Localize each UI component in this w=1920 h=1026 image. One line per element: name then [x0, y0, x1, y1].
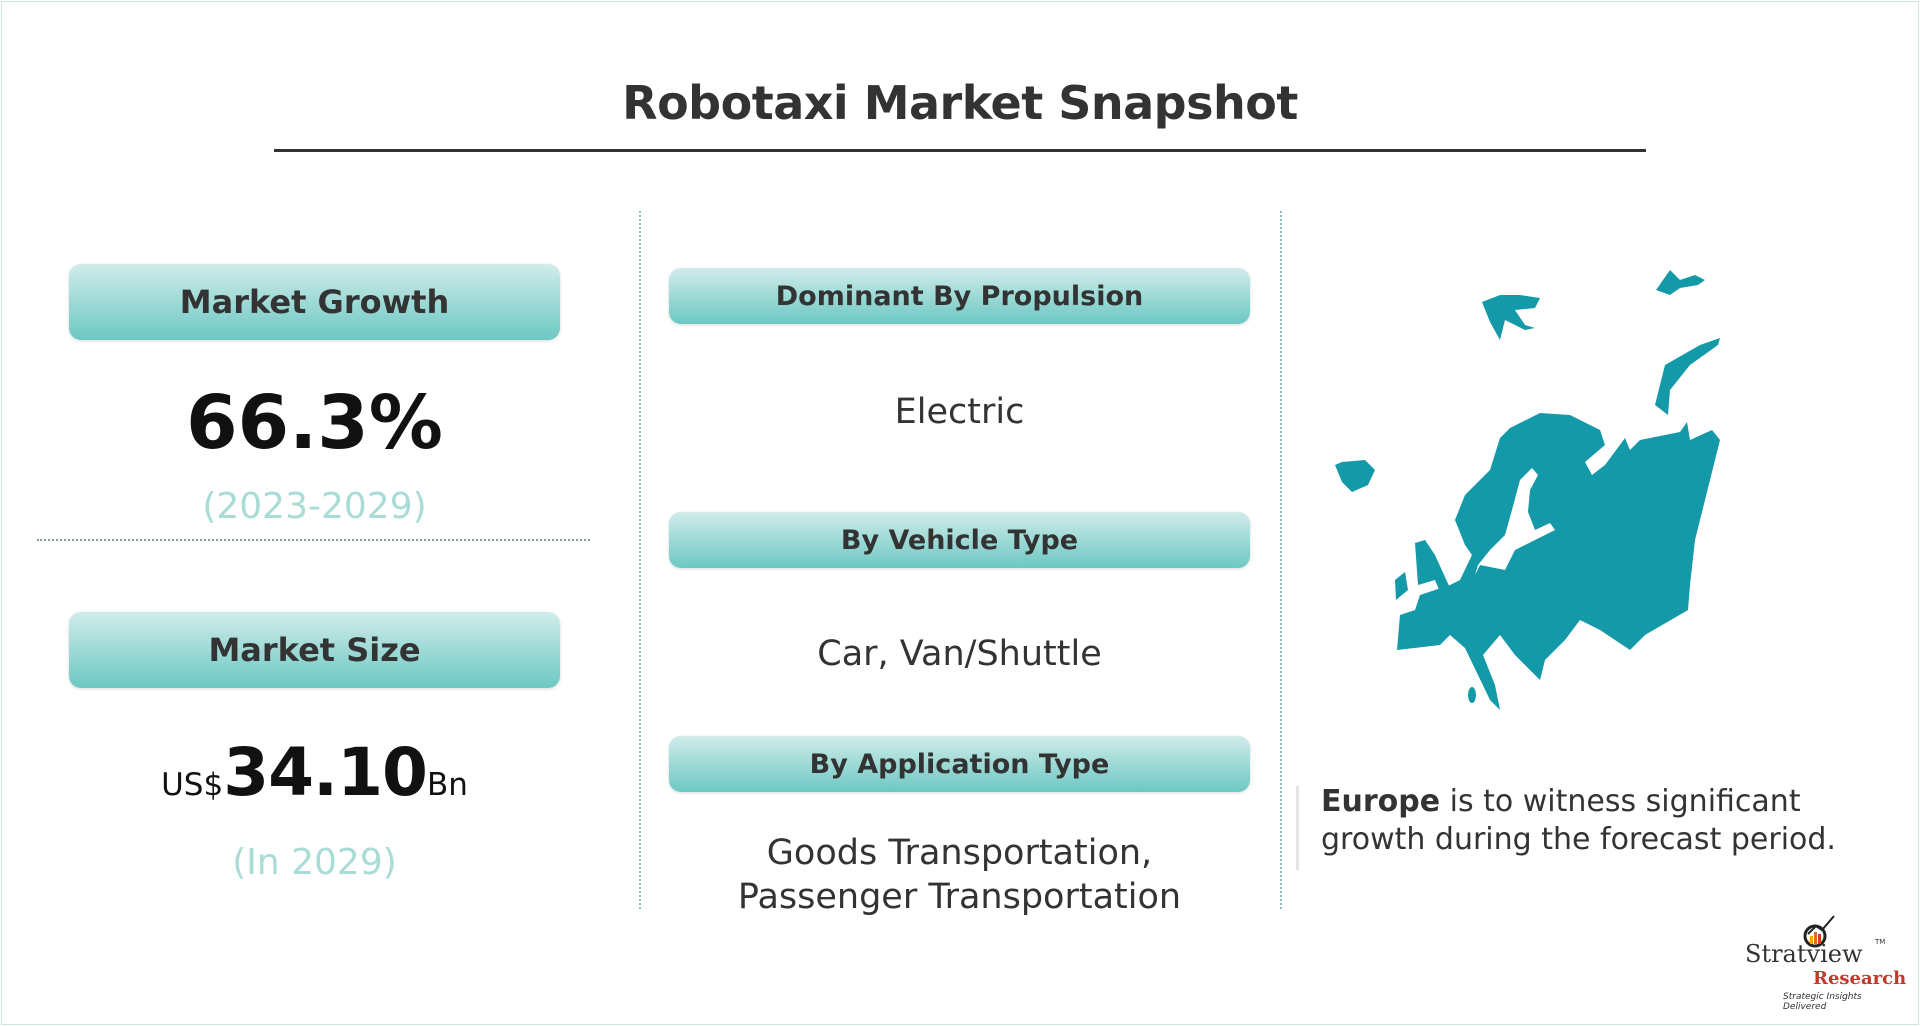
page-title: Robotaxi Market Snapshot: [622, 76, 1298, 130]
region-name: Europe: [1321, 784, 1441, 819]
logo-tagline: Strategic Insights Delivered: [1783, 992, 1862, 1012]
vehicle-type-header: By Vehicle Type: [669, 512, 1250, 568]
vehicle-type-value: Car, Van/Shuttle: [817, 634, 1102, 674]
application-type-value: Goods Transportation,: [766, 833, 1153, 873]
application-type-value-2: Passenger Transportation: [737, 877, 1182, 917]
application-type-header: By Application Type: [669, 736, 1250, 792]
logo-magnifier-icon: [1803, 915, 1835, 948]
column-divider: [639, 211, 641, 909]
logo-tm: TM: [1875, 938, 1886, 946]
currency-prefix: US$: [161, 767, 224, 803]
column-divider: [1280, 211, 1282, 909]
divider: [37, 539, 590, 541]
europe-map-icon: [1335, 270, 1720, 710]
unit: Bn: [426, 767, 468, 803]
quote-bar: [1296, 786, 1299, 870]
region-statement: Europe is to witness significant growth …: [1321, 783, 1836, 859]
propulsion-value: Electric: [894, 392, 1025, 432]
logo-sub: Research: [1813, 968, 1907, 989]
market-growth-value: 66.3%: [186, 380, 443, 466]
propulsion-header: Dominant By Propulsion: [669, 268, 1250, 324]
logo-name: Stratview: [1745, 940, 1863, 968]
market-size-header: Market Size: [69, 612, 560, 688]
market-size-value-row: US$34.10Bn: [69, 734, 560, 811]
market-size-value: 34.10: [223, 734, 428, 811]
title-underline: [274, 149, 1646, 152]
market-growth-period: (2023-2029): [202, 486, 427, 527]
region-text-1: is to witness significant: [1440, 784, 1801, 819]
region-text-2: growth during the forecast period.: [1321, 822, 1836, 857]
market-size-period: (In 2029): [232, 842, 397, 883]
stratview-logo: Stratview TM Research Strategic Insights…: [1745, 912, 1907, 1012]
market-growth-header: Market Growth: [69, 264, 560, 340]
